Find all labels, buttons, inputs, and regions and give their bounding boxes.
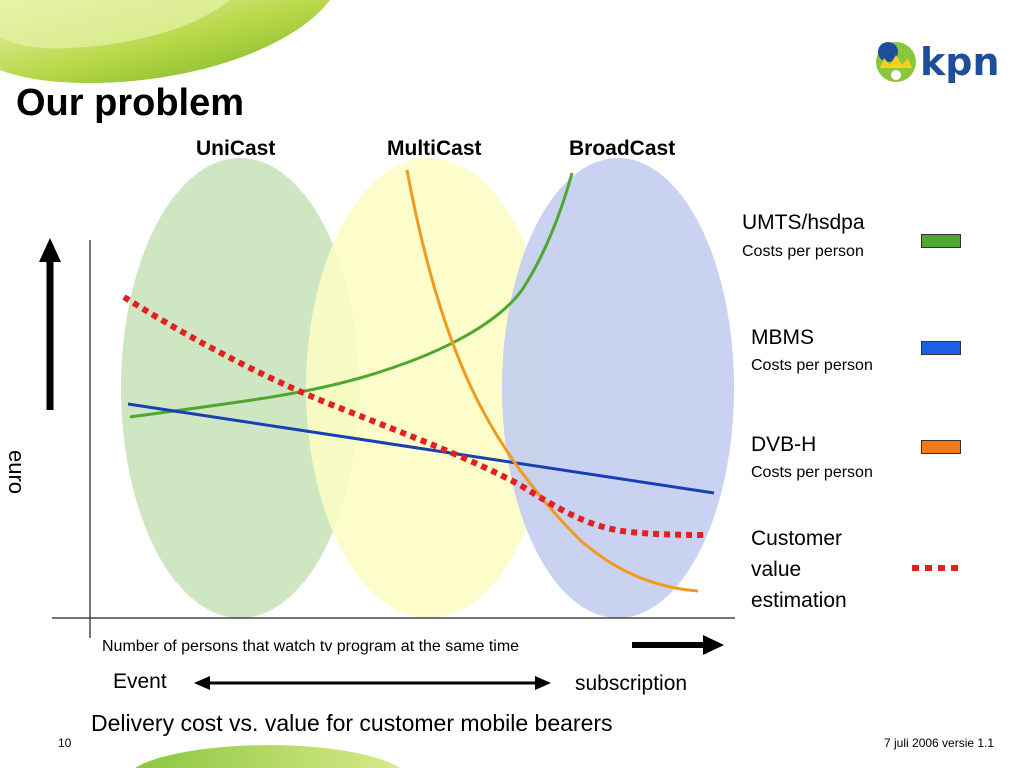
legend-umts-title: UMTS/hsdpa	[742, 211, 865, 234]
range-left-label: Event	[113, 670, 167, 693]
unicast-ellipse	[121, 158, 359, 618]
unicast-header: UniCast	[196, 137, 276, 160]
legend-mbms-title: MBMS	[751, 326, 814, 349]
x-axis-label: Number of persons that watch tv program …	[102, 638, 520, 655]
customer-value-curve	[122, 294, 709, 538]
y-axis-label: euro	[4, 450, 29, 495]
legend-mbms-subtitle: Costs per person	[751, 357, 873, 374]
date-version: 7 juli 2006 versie 1.1	[884, 736, 995, 750]
legend-umts-swatch	[921, 234, 961, 248]
legend-umts-subtitle: Costs per person	[742, 243, 864, 260]
dvbh-cost-curve	[405, 169, 699, 593]
legend-customer-value-line-2: value	[751, 558, 802, 581]
mbms-cost-line	[127, 402, 715, 495]
multicast-header: MultiCast	[387, 137, 482, 160]
legend-customer-value-line-1: Customer	[751, 527, 843, 550]
legend-customer-value-line-3: estimation	[751, 589, 847, 612]
legend-dvbh-subtitle: Costs per person	[751, 464, 873, 481]
top-swirl-highlight	[0, 0, 230, 49]
bottom-swirl-decoration	[135, 745, 400, 768]
range-arrow-right-head	[535, 676, 551, 690]
page-number: 10	[58, 736, 72, 750]
persons-arrow-head	[703, 635, 724, 655]
multicast-ellipse	[306, 158, 552, 618]
range-arrow-left-head	[194, 676, 210, 690]
legend-mbms-swatch	[921, 341, 961, 355]
range-right-label: subscription	[575, 672, 688, 695]
umts-cost-curve	[129, 172, 574, 419]
kpn-crown-icon	[876, 42, 916, 82]
broadcast-ellipse	[502, 158, 734, 618]
legend-dvbh-swatch	[921, 440, 961, 454]
bottom-title: Delivery cost vs. value for customer mob…	[91, 710, 613, 736]
page-title: Our problem	[16, 82, 245, 124]
euro-arrow-head	[39, 238, 61, 262]
legend-customer-value: Customer value estimation	[751, 523, 847, 616]
legend-dvbh-title: DVB-H	[751, 433, 817, 456]
broadcast-header: BroadCast	[569, 137, 676, 160]
kpn-logo-text: kpn	[920, 40, 1000, 84]
